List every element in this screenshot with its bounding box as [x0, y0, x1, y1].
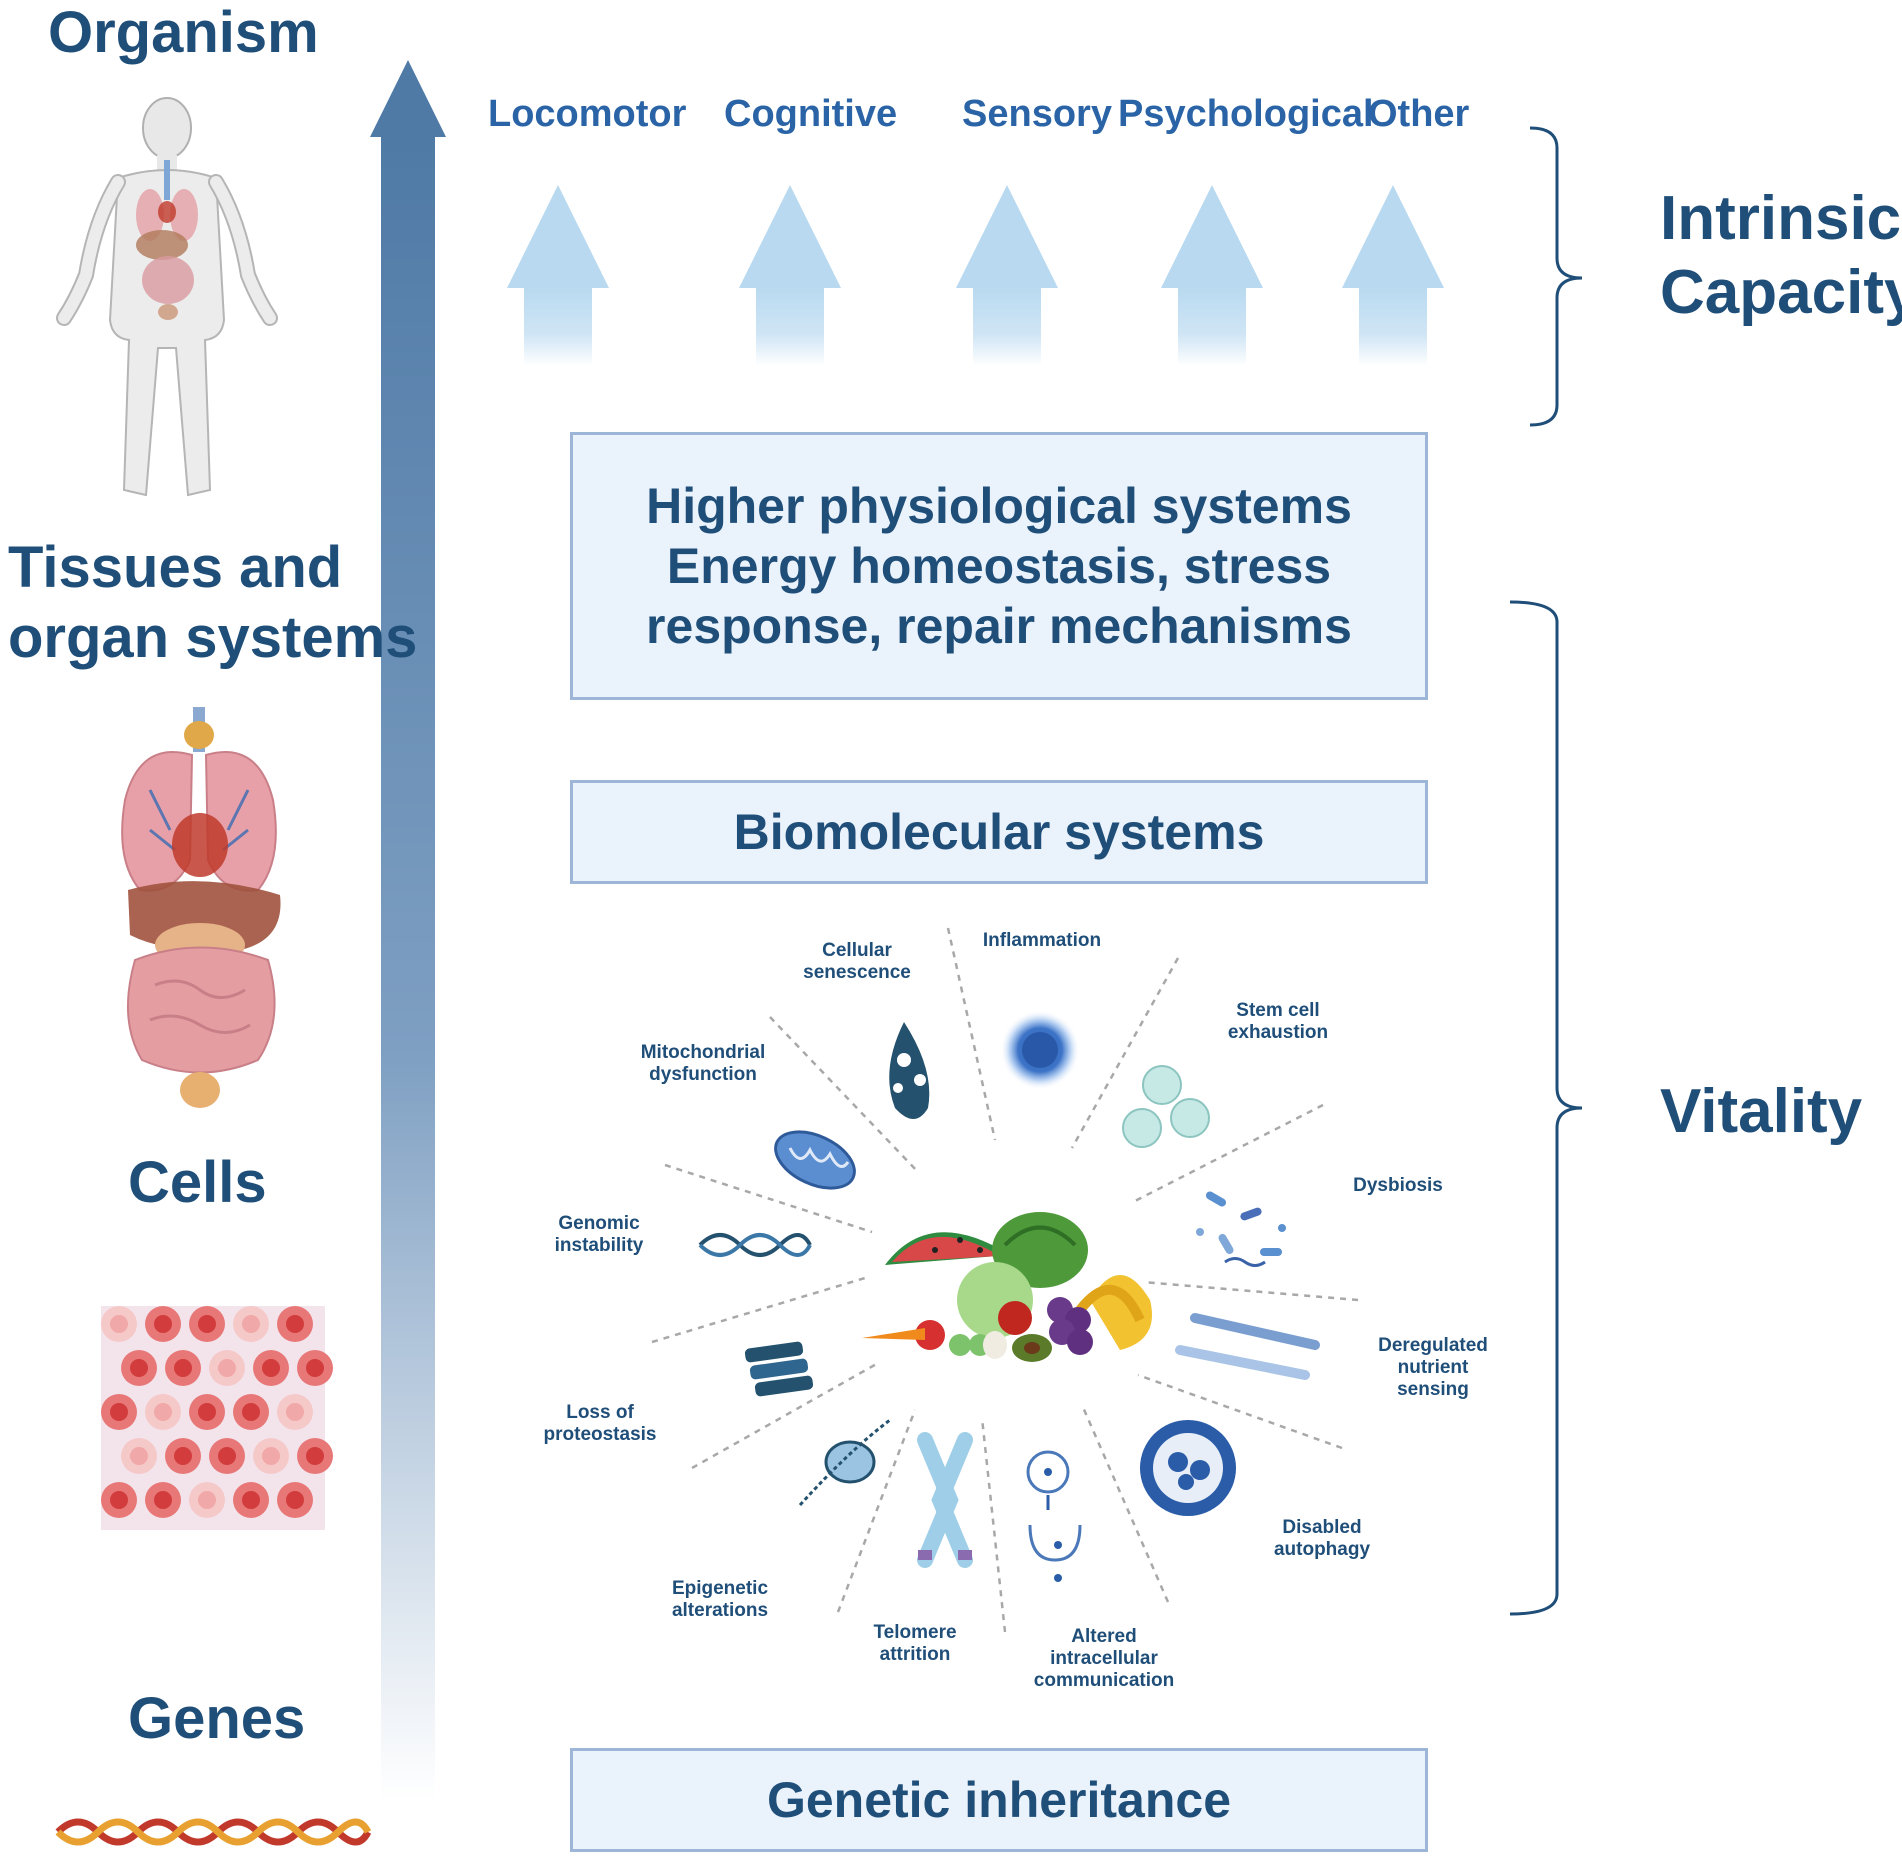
- level-label-organism: Organism: [48, 0, 319, 65]
- hallmark-deregulated-nutrient-sensing: Deregulated nutrient sensing: [1378, 1335, 1488, 1400]
- hallmark-divider-lines: [651, 927, 1359, 1633]
- intrinsic-capacity-bracket: [1529, 126, 1583, 427]
- epigenetic-icon: [798, 1418, 891, 1507]
- hallmark-cellular-senescence: Cellular senescence: [803, 940, 911, 983]
- biomolecular-systems-box: Biomolecular systems: [570, 780, 1428, 884]
- level-label-cells: Cells: [128, 1150, 267, 1215]
- higher-physiological-systems-box: Higher physiological systems Energy home…: [570, 432, 1428, 700]
- higher-box-line2: Energy homeostasis, stress: [666, 538, 1332, 594]
- human-body-illustration: [56, 97, 278, 497]
- level-label-tissues-line2: organ systems: [8, 605, 418, 670]
- capacity-label-locomotor: Locomotor: [488, 93, 687, 135]
- chromosome-icon: [917, 1432, 973, 1568]
- hallmark-epigenetic-alterations: Epigenetic alterations: [671, 1578, 769, 1621]
- hallmark-mitochondrial-dysfunction: Mitochondrial dysfunction: [640, 1042, 766, 1085]
- capacity-arrow-other: [1342, 185, 1444, 366]
- intrinsic-capacity-label: Intrinsic Capacity: [1660, 182, 1902, 331]
- biomolecular-box-label: Biomolecular systems: [733, 804, 1265, 860]
- hallmark-altered-intercellular-communication: Altered intracellular communication: [1033, 1626, 1175, 1691]
- cutlery-icon: [1175, 1313, 1320, 1380]
- capacity-label-other: Other: [1368, 93, 1470, 135]
- hallmark-dysbiosis: Dysbiosis: [1353, 1175, 1443, 1196]
- capacity-label-cognitive: Cognitive: [724, 93, 898, 135]
- vertical-axis-arrow: [370, 60, 446, 1800]
- dna-helix-illustration: [55, 1818, 372, 1846]
- intrinsic-label-line2: Capacity: [1660, 258, 1902, 328]
- hallmark-telomere-attrition: Telomere attrition: [873, 1622, 957, 1665]
- capacity-arrow-locomotor: [507, 185, 609, 366]
- genetic-box-label: Genetic inheritance: [766, 1772, 1232, 1828]
- vitality-bracket: [1509, 600, 1583, 1616]
- hallmark-genomic-instability: Genomic instability: [554, 1213, 644, 1256]
- hallmark-stem-cell-exhaustion: Stem cell exhaustion: [1227, 1000, 1329, 1043]
- capacity-arrows: [507, 185, 1444, 366]
- intercellular-communication-icon: [1026, 1450, 1082, 1582]
- higher-box-line1: Higher physiological systems: [646, 478, 1352, 534]
- cells-illustration: [101, 1306, 333, 1530]
- capacity-label-psychological: Psychological: [1118, 93, 1374, 135]
- higher-box-line3: response, repair mechanisms: [646, 598, 1352, 654]
- capacity-arrow-psychological: [1161, 185, 1263, 366]
- mitochondria-icon: [774, 1130, 856, 1190]
- hallmark-disabled-autophagy: Disabled autophagy: [1273, 1517, 1371, 1560]
- inflammation-icon: [1000, 1010, 1080, 1090]
- genetic-inheritance-box: Genetic inheritance: [570, 1748, 1428, 1852]
- bacteria-icon: [1196, 1191, 1286, 1267]
- protein-icon: [744, 1341, 814, 1397]
- capacity-label-sensory: Sensory: [962, 93, 1112, 135]
- intrinsic-label-line1: Intrinsic: [1660, 184, 1902, 253]
- fruits-vegetables-illustration: [862, 1212, 1152, 1362]
- vitality-label: Vitality: [1660, 1077, 1863, 1146]
- dna-damage-icon: [698, 1233, 812, 1257]
- stem-cell-icon: [1122, 1065, 1210, 1148]
- autophagy-icon: [1140, 1420, 1236, 1516]
- capacity-arrow-sensory: [956, 185, 1058, 366]
- level-label-tissues-line1: Tissues and: [8, 535, 343, 600]
- level-label-genes: Genes: [128, 1686, 306, 1751]
- capacity-arrow-cognitive: [739, 185, 841, 366]
- hallmark-loss-of-proteostasis: Loss of proteostasis: [543, 1402, 657, 1445]
- hallmark-inflammation: Inflammation: [982, 930, 1102, 951]
- cellular-senescence-icon: [889, 1022, 930, 1119]
- organs-illustration: [121, 707, 281, 1108]
